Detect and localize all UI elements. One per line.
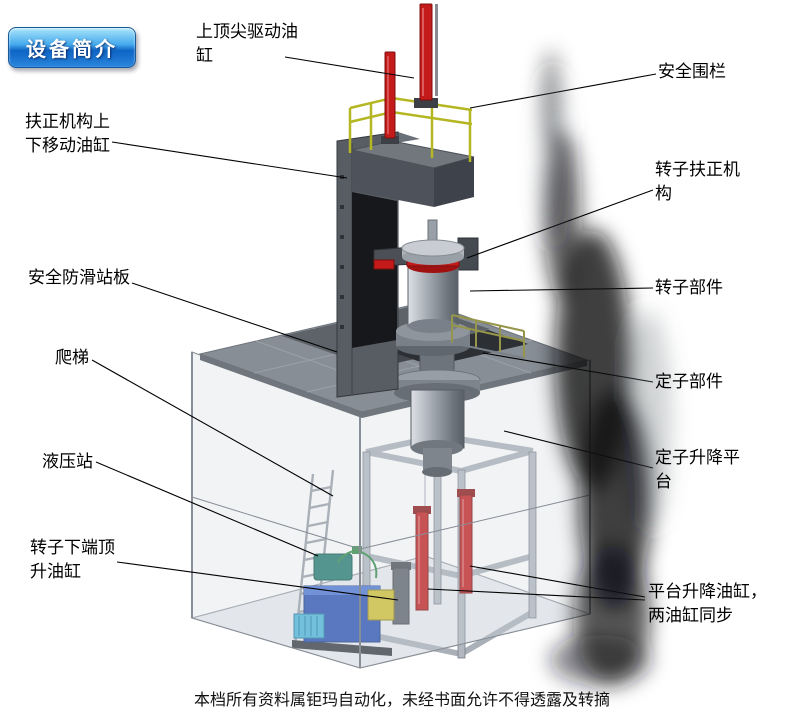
leader-safety-fence xyxy=(469,73,657,109)
label-rotor-component: 转子部件 xyxy=(655,278,723,297)
label-rotor-jack-cylinder: 转子下端顶 升油缸 xyxy=(30,538,115,581)
leader-top-drive-cylinder xyxy=(284,56,415,79)
leader-lines xyxy=(91,56,657,601)
leader-antislip-platform xyxy=(131,282,338,353)
footer-copyright: 本档所有资料属钜玛自动化，未经书面允许不得透露及转摘 xyxy=(193,692,610,709)
label-stator-lift-platform: 定子升降平 台 xyxy=(655,448,740,491)
title-badge: 设备简介 xyxy=(8,27,136,68)
label-ladder: 爬梯 xyxy=(55,348,89,367)
deck-railing xyxy=(451,314,525,359)
label-safety-fence: 安全围栏 xyxy=(658,62,726,81)
label-platform-lift-cylinders: 平台升降油缸， 两油缸同步 xyxy=(648,582,767,625)
column-opening xyxy=(352,192,397,348)
valve-box-yellow xyxy=(367,589,395,621)
label-top-drive-cylinder: 上顶尖驱动油 缸 xyxy=(196,22,298,65)
platform-lift-cylinders xyxy=(413,489,475,611)
label-centering-cylinder: 扶正机构上 下移动油缸 xyxy=(25,112,110,155)
crosshead-box xyxy=(351,140,475,207)
leader-ladder xyxy=(91,359,334,497)
leader-hydraulic-station xyxy=(95,461,319,557)
label-antislip-platform: 安全防滑站板 xyxy=(28,268,130,287)
label-stator-component: 定子部件 xyxy=(655,372,723,391)
leader-rotor-jack xyxy=(116,561,399,601)
pump-teal xyxy=(313,553,353,581)
leader-centering-cylinder xyxy=(111,141,348,179)
label-rotor-centering-mechanism: 转子扶正机 构 xyxy=(655,160,740,203)
shadow-smudge xyxy=(539,50,672,685)
label-hydraulic-station: 液压站 xyxy=(42,452,93,471)
